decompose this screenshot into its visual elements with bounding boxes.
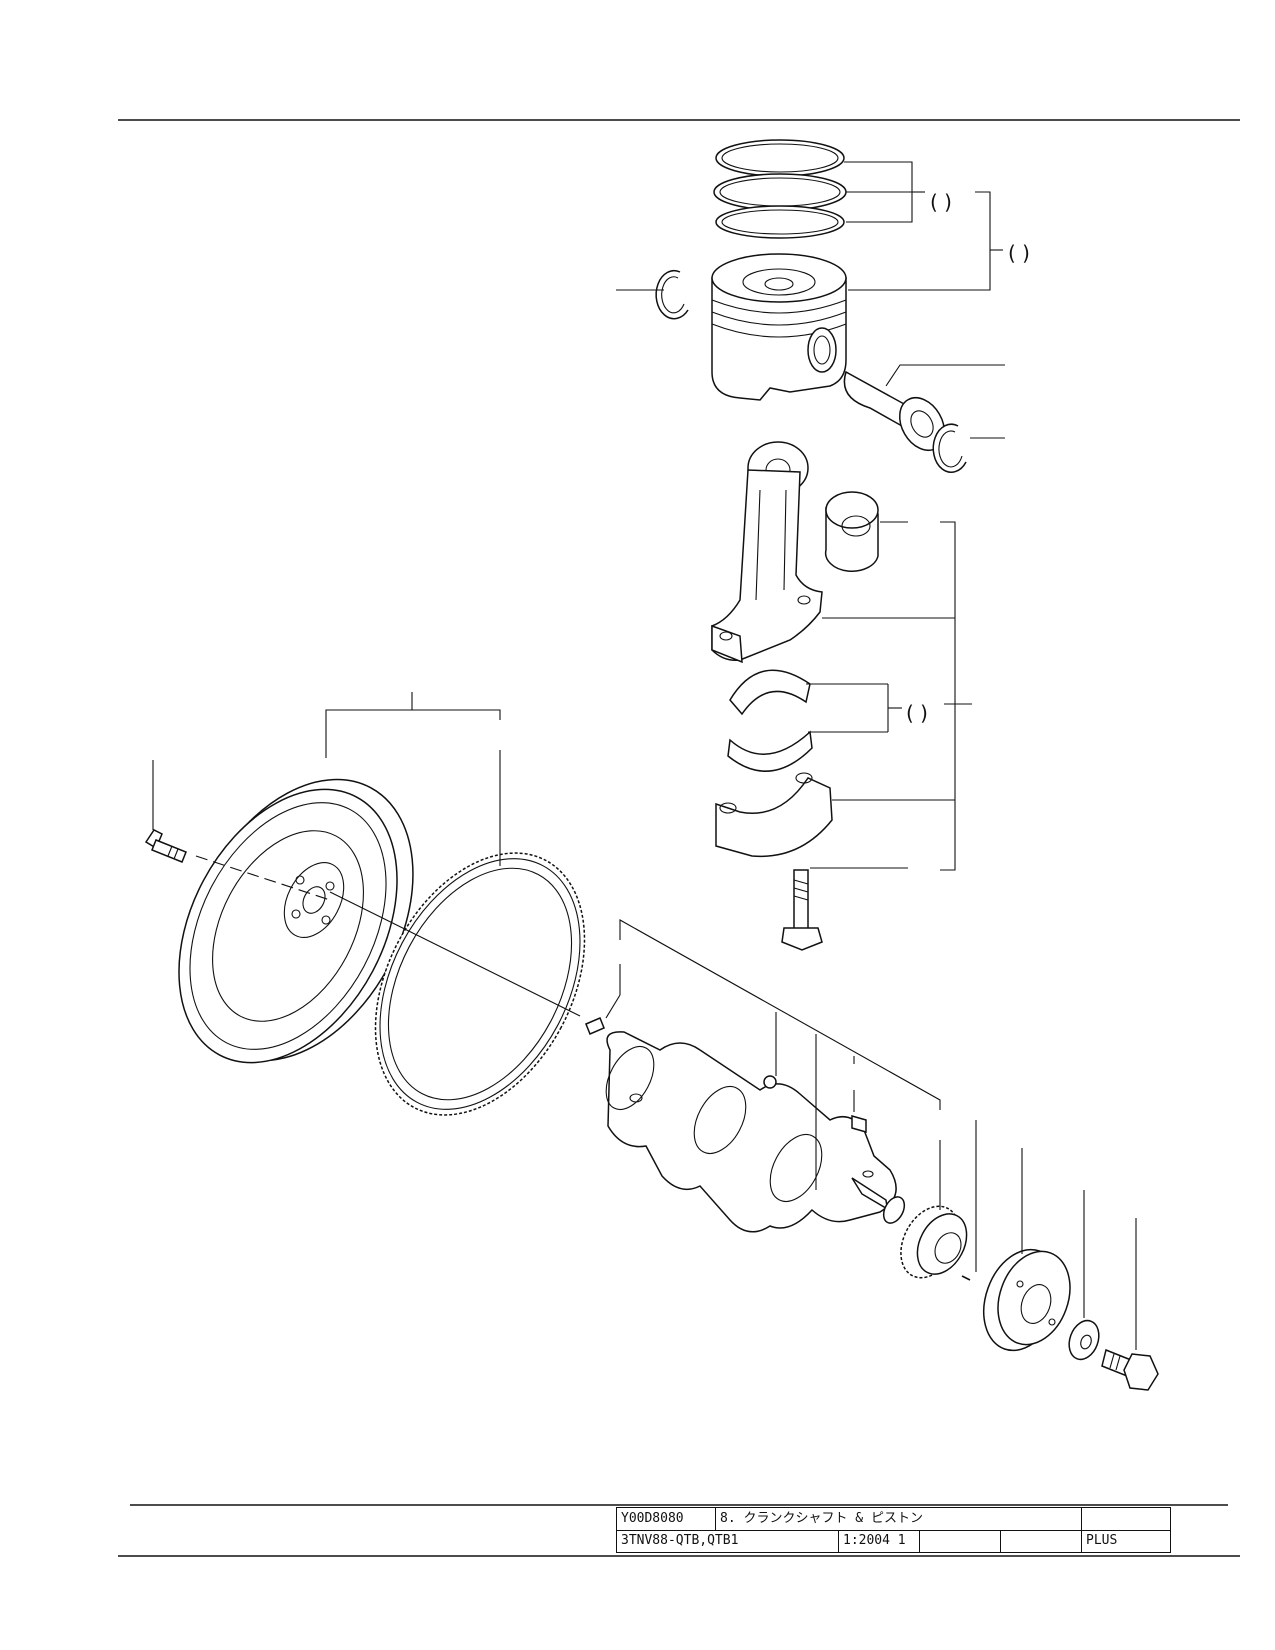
piston-ring-set <box>713 139 847 239</box>
connecting-rod-bolt <box>781 869 823 951</box>
issue-date: 1:2004 1 <box>838 1529 920 1553</box>
edition: PLUS <box>1081 1529 1171 1553</box>
title-block-cell-a <box>919 1529 1001 1553</box>
crankshaft-pulley <box>983 1248 1071 1352</box>
piston-pin-circlip-left <box>655 269 689 320</box>
section-title: 8. クランクシャフト & ピストン <box>715 1507 1082 1531</box>
crankshaft-key <box>851 1115 867 1133</box>
flywheel-dowel-pin <box>585 1017 605 1035</box>
crankshaft-plug <box>763 1075 777 1089</box>
crankshaft <box>605 1031 906 1233</box>
ring-gear <box>374 852 586 1116</box>
pulley-washer <box>1068 1319 1100 1361</box>
piston <box>711 253 847 401</box>
ring-set-label: ( ) <box>930 190 952 214</box>
engine-model: 3TNV88-QTB,QTB1 <box>616 1529 839 1553</box>
flywheel <box>178 778 414 1064</box>
rod-bearing-upper <box>729 669 811 716</box>
connecting-rod-cap <box>715 772 833 858</box>
pulley-bolt <box>1101 1348 1159 1391</box>
title-block-blank-top <box>1081 1507 1171 1531</box>
piston-assy-label: ( ) <box>1008 241 1030 265</box>
connecting-rod <box>711 441 823 664</box>
title-block-cell-b <box>1000 1529 1082 1553</box>
catalog-number: Y00D8080 <box>616 1507 716 1531</box>
crankshaft-gear <box>900 1205 968 1279</box>
small-end-bushing <box>824 491 879 572</box>
piston-pin <box>843 370 946 451</box>
bearing-set-label: ( ) <box>906 701 928 725</box>
title-block: Y00D8080 8. クランクシャフト & ピストン 3TNV88-QTB,Q… <box>616 1507 1171 1553</box>
flywheel-bolt <box>144 829 187 863</box>
gear-spring-pin <box>961 1275 971 1281</box>
rod-bearing-lower <box>727 730 813 772</box>
